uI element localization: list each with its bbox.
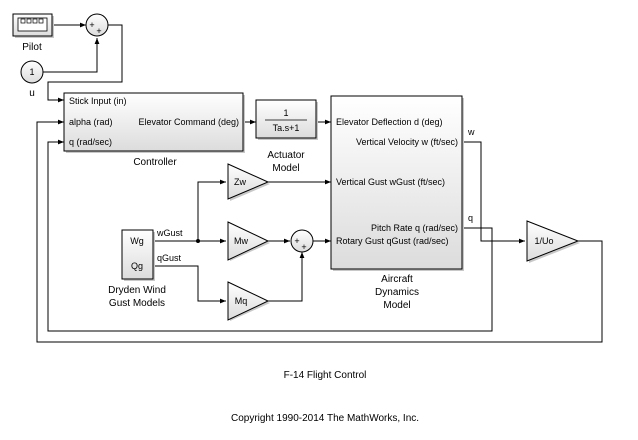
- sum2-sign-bottom: +: [301, 242, 306, 252]
- diagram-title: F-14 Flight Control: [284, 370, 367, 381]
- sum2-sign-left: +: [294, 236, 299, 246]
- constant-value: 1: [29, 67, 34, 77]
- wires: [36, 22, 603, 343]
- aircraft-block[interactable]: Elevator Deflection d (deg) Vertical Gus…: [330, 95, 464, 311]
- dryden-block[interactable]: Wg Qg Dryden Wind Gust Models: [108, 229, 166, 309]
- signal-q-label: q: [468, 213, 473, 223]
- aircraft-port-qgust: Rotary Gust qGust (rad/sec): [336, 236, 449, 246]
- gain-mq[interactable]: Mq: [227, 281, 270, 321]
- gain-zw[interactable]: Zw: [227, 163, 270, 201]
- signal-wgust-label: wGust: [156, 228, 183, 238]
- controller-port-q: q (rad/sec): [69, 137, 112, 147]
- actuator-block[interactable]: 1 Ta.s+1 Actuator Model: [255, 99, 318, 174]
- sum1-sign-bottom: +: [96, 26, 101, 36]
- signal-qgust-label: qGust: [157, 253, 182, 263]
- controller-port-out: Elevator Command (deg): [138, 117, 239, 127]
- copyright-notice: Copyright 1990-2014 The MathWorks, Inc.: [231, 413, 419, 424]
- wire-mq-to-sum[interactable]: [268, 252, 305, 302]
- aircraft-port-w: Vertical Velocity w (ft/sec): [356, 137, 458, 147]
- gain-mq-label: Mq: [235, 296, 248, 306]
- controller-label: Controller: [133, 157, 177, 168]
- controller-block[interactable]: Stick Input (in) alpha (rad) q (rad/sec)…: [63, 92, 245, 168]
- dryden-label-2: Gust Models: [109, 298, 165, 309]
- actuator-denominator: Ta.s+1: [273, 123, 300, 133]
- wire-wgust-to-zw[interactable]: [197, 179, 226, 241]
- sum-block-1[interactable]: + +: [85, 13, 109, 37]
- aircraft-port-wgust: Vertical Gust wGust (ft/sec): [336, 177, 445, 187]
- aircraft-label-3: Model: [383, 300, 410, 311]
- controller-port-alpha: alpha (rad): [69, 117, 113, 127]
- actuator-numerator: 1: [283, 108, 288, 118]
- gain-zw-label: Zw: [234, 177, 246, 187]
- wire-sum-to-controller[interactable]: [47, 24, 123, 103]
- sum-block-2[interactable]: + +: [290, 229, 314, 253]
- actuator-label-2: Model: [272, 163, 299, 174]
- pilot-label: Pilot: [22, 42, 42, 53]
- wire-qgust-to-mq[interactable]: [153, 265, 226, 304]
- aircraft-port-q: Pitch Rate q (rad/sec): [371, 223, 458, 233]
- dryden-port-wg: Wg: [130, 236, 144, 246]
- aircraft-label-2: Dynamics: [375, 287, 419, 298]
- wire-constant-to-sum[interactable]: [43, 38, 100, 73]
- sum1-sign-top: +: [89, 20, 94, 30]
- pilot-block[interactable]: Pilot: [12, 13, 54, 53]
- gain-uo[interactable]: 1/Uo: [526, 220, 580, 263]
- wgust-branch-point: [196, 239, 200, 243]
- signal-w-label: w: [467, 127, 475, 137]
- constant-block[interactable]: 1 u: [20, 60, 44, 99]
- dryden-port-qg: Qg: [131, 261, 143, 271]
- gain-mw[interactable]: Mw: [227, 221, 270, 261]
- wire-q-feedback[interactable]: [47, 139, 493, 332]
- aircraft-label-1: Aircraft: [381, 274, 413, 285]
- controller-port-stick: Stick Input (in): [69, 96, 127, 106]
- dryden-label-1: Dryden Wind: [108, 285, 166, 296]
- aircraft-port-elevator: Elevator Deflection d (deg): [336, 117, 443, 127]
- constant-label: u: [29, 88, 35, 99]
- gain-uo-label: 1/Uo: [534, 236, 553, 246]
- actuator-label-1: Actuator: [267, 150, 305, 161]
- gain-mw-label: Mw: [234, 236, 248, 246]
- wire-alpha-feedback[interactable]: [36, 119, 603, 343]
- wire-w-to-uo[interactable]: [463, 141, 525, 244]
